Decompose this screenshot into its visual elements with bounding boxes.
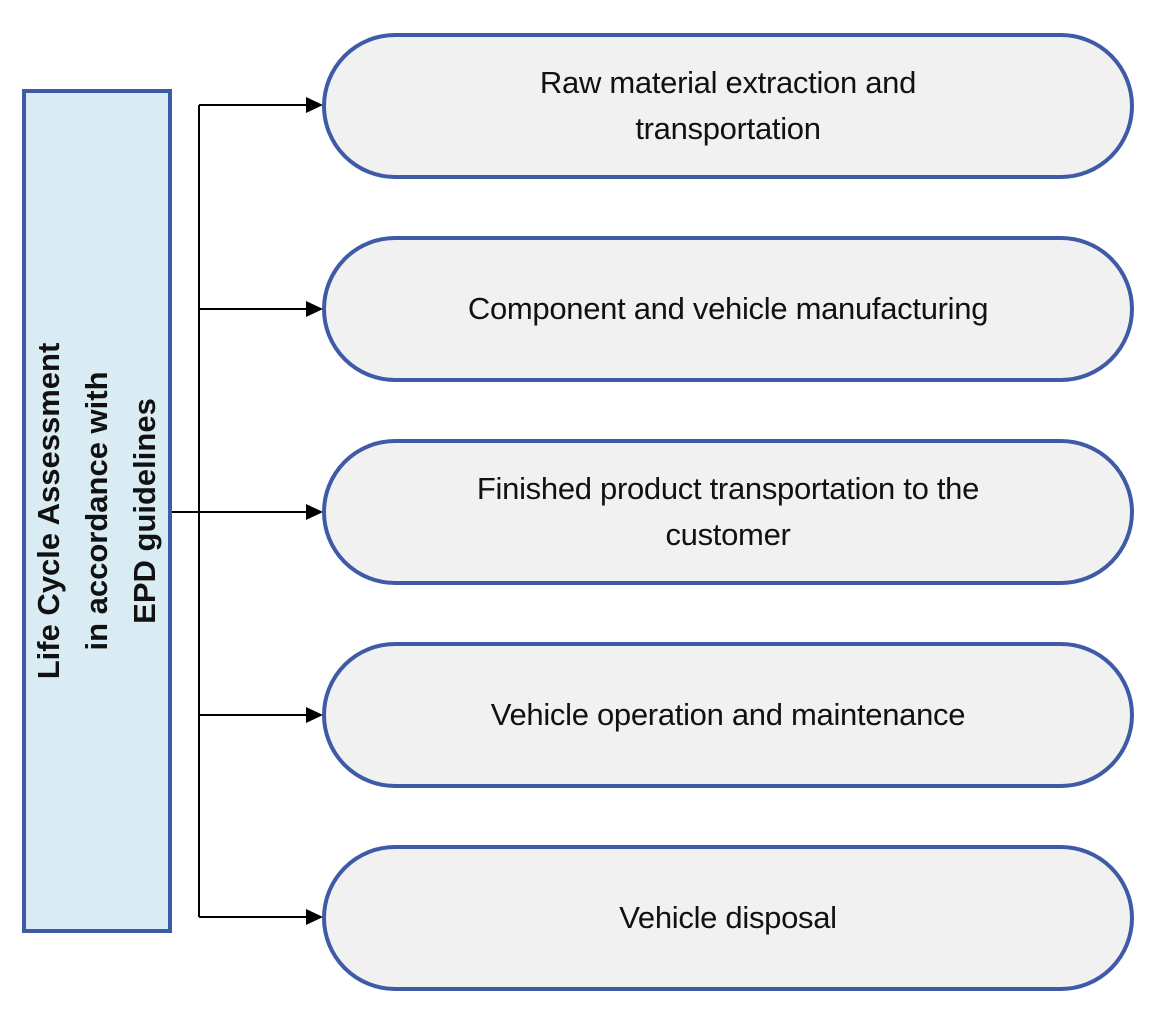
arrow-head-icon xyxy=(306,97,323,113)
stage-label: Vehicle operation and maintenance xyxy=(490,697,966,732)
stage-label: Finished product transportation to the c… xyxy=(476,471,980,552)
arrow-head-icon xyxy=(306,707,323,723)
lca-root-box: Life Cycle Assessment in accordance with… xyxy=(22,89,172,933)
lca-root-label: Life Cycle Assessment in accordance with… xyxy=(31,342,162,680)
stage-disposal: Vehicle disposal xyxy=(322,845,1134,991)
stage-transportation: Finished product transportation to the c… xyxy=(322,439,1134,585)
stage-raw-material: Raw material extraction and transportati… xyxy=(322,33,1134,179)
arrow-head-icon xyxy=(306,504,323,520)
stage-label: Component and vehicle manufacturing xyxy=(467,291,989,326)
stage-label: Vehicle disposal xyxy=(619,900,837,935)
arrow-head-icon xyxy=(306,909,323,925)
stage-manufacturing: Component and vehicle manufacturing xyxy=(322,236,1134,382)
stage-operation: Vehicle operation and maintenance xyxy=(322,642,1134,788)
arrow-head-icon xyxy=(306,301,323,317)
stage-label: Raw material extraction and transportati… xyxy=(539,65,917,146)
